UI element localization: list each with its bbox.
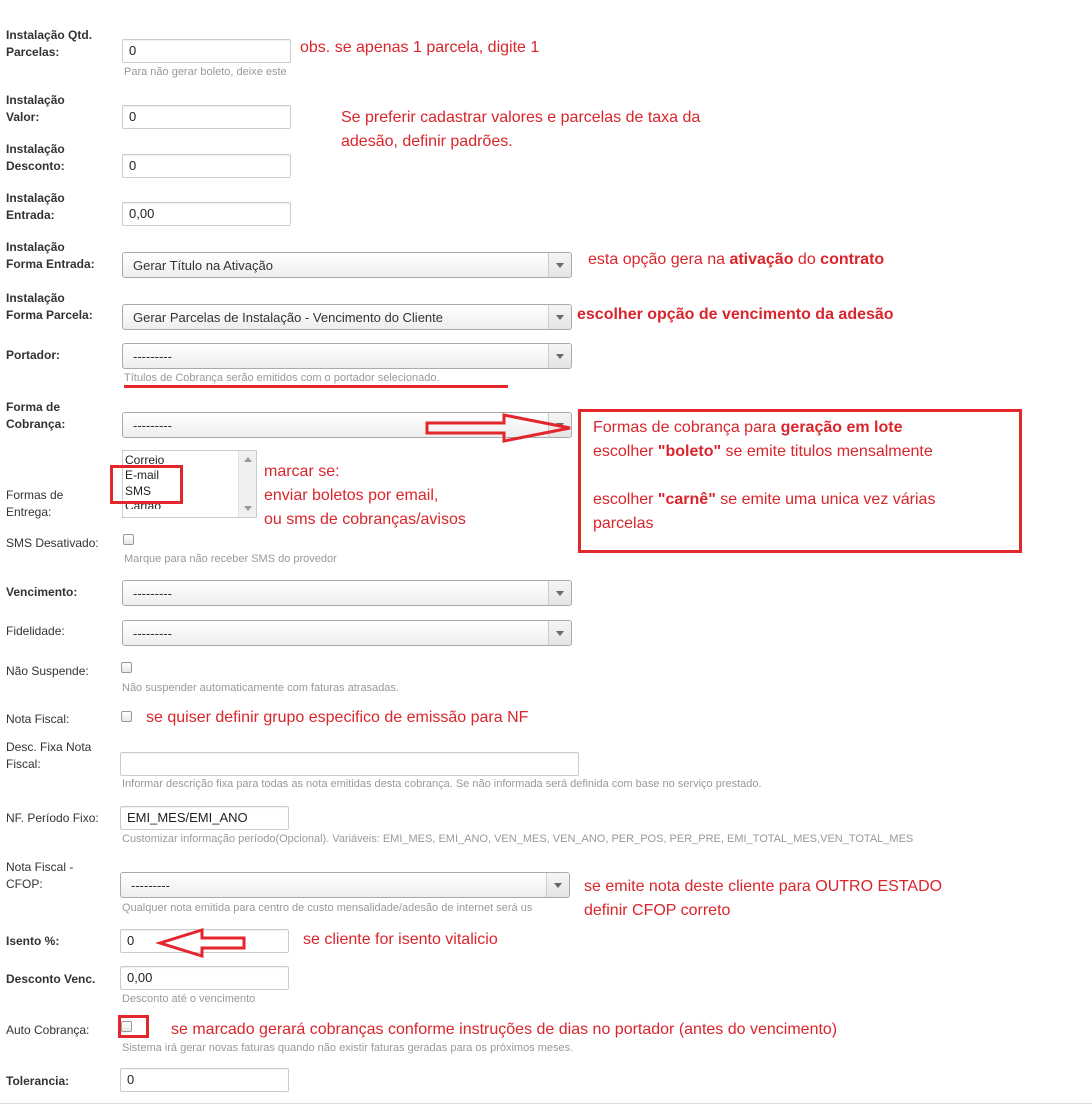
- desconto-venc-input[interactable]: 0,00: [120, 966, 289, 990]
- chevron-down-icon: [548, 581, 571, 605]
- desconto-venc-label: Desconto Venc.: [6, 972, 96, 986]
- desc-fixa-nf-help: Informar descrição fixa para todas as no…: [122, 778, 762, 790]
- fidelidade-value: ---------: [133, 626, 172, 641]
- chevron-down-icon: [546, 873, 569, 897]
- inst-qtd-parcelas-input[interactable]: 0: [122, 39, 291, 63]
- nao-suspende-label: Não Suspende:: [6, 664, 89, 678]
- vencimento-label: Vencimento:: [6, 585, 78, 599]
- fidelidade-select[interactable]: ---------: [122, 620, 572, 646]
- scroll-up-icon[interactable]: [239, 451, 256, 467]
- note-vencimento-adesao: escolher opção de vencimento da adesão: [577, 306, 894, 323]
- note-forma-cobranca-box: [578, 409, 1022, 553]
- scroll-down-icon[interactable]: [239, 501, 256, 517]
- nf-cfop-select[interactable]: ---------: [120, 872, 570, 898]
- fidelidade-label: Fidelidade:: [6, 624, 65, 638]
- portador-select[interactable]: ---------: [122, 343, 572, 369]
- nota-fiscal-checkbox[interactable]: [121, 711, 132, 722]
- highlight-box: [118, 1015, 149, 1038]
- vencimento-select[interactable]: ---------: [122, 580, 572, 606]
- note-nota-fiscal: se quiser definir grupo especifico de em…: [146, 709, 529, 726]
- divider: [0, 1103, 1092, 1104]
- underline-annotation: [124, 385, 508, 388]
- tolerancia-input[interactable]: 0: [120, 1068, 289, 1092]
- sms-desativado-help: Marque para não receber SMS do provedor: [124, 553, 337, 565]
- inst-forma-parcela-select[interactable]: Gerar Parcelas de Instalação - Venciment…: [122, 304, 572, 330]
- note-forma-cobranca: Formas de cobrança para geração em lote …: [593, 419, 936, 532]
- portador-label: Portador:: [6, 348, 60, 362]
- note-isento: se cliente for isento vitalicio: [303, 931, 498, 948]
- isento-label: Isento %:: [6, 934, 60, 948]
- chevron-down-icon: [548, 344, 571, 368]
- note-cfop: se emite nota deste cliente para OUTRO E…: [584, 878, 943, 919]
- auto-cobranca-label: Auto Cobrança:: [6, 1023, 90, 1037]
- nf-cfop-help: Qualquer nota emitida para centro de cus…: [122, 902, 533, 914]
- tolerancia-label: Tolerancia:: [6, 1074, 70, 1088]
- nota-fiscal-label: Nota Fiscal:: [6, 712, 70, 726]
- scrollbar[interactable]: [238, 451, 256, 517]
- nf-cfop-label: Nota Fiscal -CFOP:: [6, 860, 74, 891]
- note-padroes: Se preferir cadastrar valores e parcelas…: [341, 109, 701, 150]
- auto-cobranca-help: Sistema irá gerar novas faturas quando n…: [122, 1042, 574, 1054]
- note-auto-cobranca: se marcado gerará cobranças conforme ins…: [171, 1021, 838, 1038]
- list-item[interactable]: SMS: [125, 484, 152, 498]
- note-parcelas: obs. se apenas 1 parcela, digite 1: [300, 39, 540, 56]
- nf-periodo-fixo-label: NF. Período Fixo:: [6, 811, 99, 825]
- inst-forma-parcela-value: Gerar Parcelas de Instalação - Venciment…: [133, 310, 444, 325]
- note-formas-entrega: marcar se:enviar boletos por email,ou sm…: [264, 463, 466, 528]
- nao-suspende-help: Não suspender automaticamente com fatura…: [122, 682, 399, 694]
- inst-qtd-parcelas-label: Instalação Qtd.Parcelas:: [6, 28, 93, 59]
- desconto-venc-help: Desconto até o vencimento: [122, 993, 256, 1005]
- sms-desativado-checkbox[interactable]: [123, 534, 134, 545]
- inst-valor-input[interactable]: 0: [122, 105, 291, 129]
- inst-forma-entrada-select[interactable]: Gerar Título na Ativação: [122, 252, 572, 278]
- chevron-down-icon: [548, 621, 571, 645]
- inst-entrada-input[interactable]: 0,00: [122, 202, 291, 226]
- arrow-right-annotation-icon: [425, 413, 571, 443]
- forma-cobranca-value: ---------: [133, 418, 172, 433]
- nf-cfop-value: ---------: [131, 878, 170, 893]
- chevron-down-icon: [548, 253, 571, 277]
- nao-suspende-checkbox[interactable]: [121, 662, 132, 673]
- inst-forma-entrada-value: Gerar Título na Ativação: [133, 258, 273, 273]
- sms-desativado-label: SMS Desativado:: [6, 536, 99, 550]
- portador-value: ---------: [133, 349, 172, 364]
- desc-fixa-nf-input[interactable]: [120, 752, 579, 776]
- formas-entrega-listbox[interactable]: Correio E-mail SMS Cartão: [122, 450, 257, 518]
- list-item[interactable]: Cartão: [125, 499, 162, 509]
- inst-qtd-parcelas-help: Para não gerar boleto, deixe este: [124, 66, 287, 78]
- inst-desconto-input[interactable]: 0: [122, 154, 291, 178]
- list-item[interactable]: Correio: [125, 453, 165, 467]
- portador-help: Títulos de Cobrança serão emitidos com o…: [124, 372, 440, 384]
- highlight-box: [110, 465, 183, 504]
- nf-periodo-fixo-input[interactable]: EMI_MES/EMI_ANO: [120, 806, 289, 830]
- arrow-left-annotation-icon: [156, 927, 246, 959]
- forma-cobranca-select[interactable]: ---------: [122, 412, 572, 438]
- list-item[interactable]: E-mail: [125, 468, 160, 482]
- note-ativacao: esta opção gera na ativação do contrato: [588, 251, 885, 268]
- chevron-down-icon: [548, 305, 571, 329]
- vencimento-value: ---------: [133, 586, 172, 601]
- nf-periodo-fixo-help: Customizar informação período(Opcional).…: [122, 833, 914, 845]
- auto-cobranca-checkbox[interactable]: [121, 1021, 132, 1032]
